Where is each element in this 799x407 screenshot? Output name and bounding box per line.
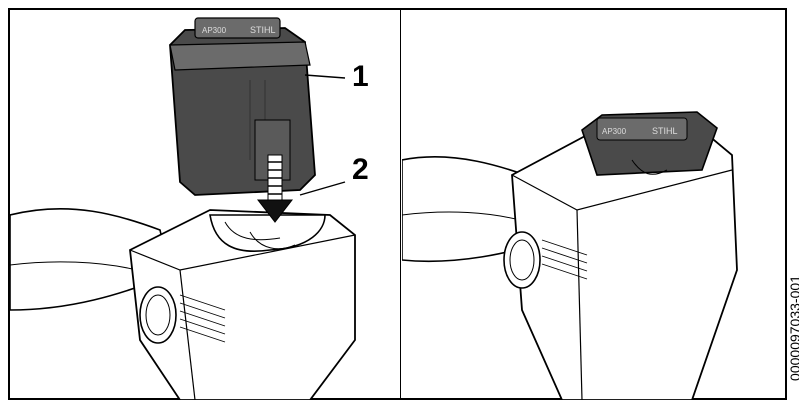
battery-model-label: AP300 bbox=[202, 26, 227, 35]
battery-pack: STIHL AP300 bbox=[169, 17, 316, 196]
battery-receptacle bbox=[209, 214, 326, 252]
left-panel-illustration: STIHL AP300 bbox=[10, 17, 356, 400]
battery-model-label: AP300 bbox=[602, 127, 627, 136]
battery-brand-label: STIHL bbox=[652, 126, 678, 136]
panel-divider bbox=[400, 8, 401, 400]
document-id: 0000097033-001 bbox=[787, 275, 799, 381]
callout-leader-1 bbox=[304, 74, 346, 79]
right-panel-illustration: STIHL AP300 bbox=[402, 111, 738, 400]
callout-number-1: 1 bbox=[352, 60, 369, 93]
battery-brand-label: STIHL bbox=[250, 25, 276, 35]
insert-arrow bbox=[256, 154, 294, 223]
tool-housing bbox=[129, 209, 356, 400]
callout-leader-2 bbox=[299, 181, 346, 196]
battery-pack-inserted: STIHL AP300 bbox=[581, 111, 718, 176]
callout-number-2: 2 bbox=[352, 153, 369, 186]
